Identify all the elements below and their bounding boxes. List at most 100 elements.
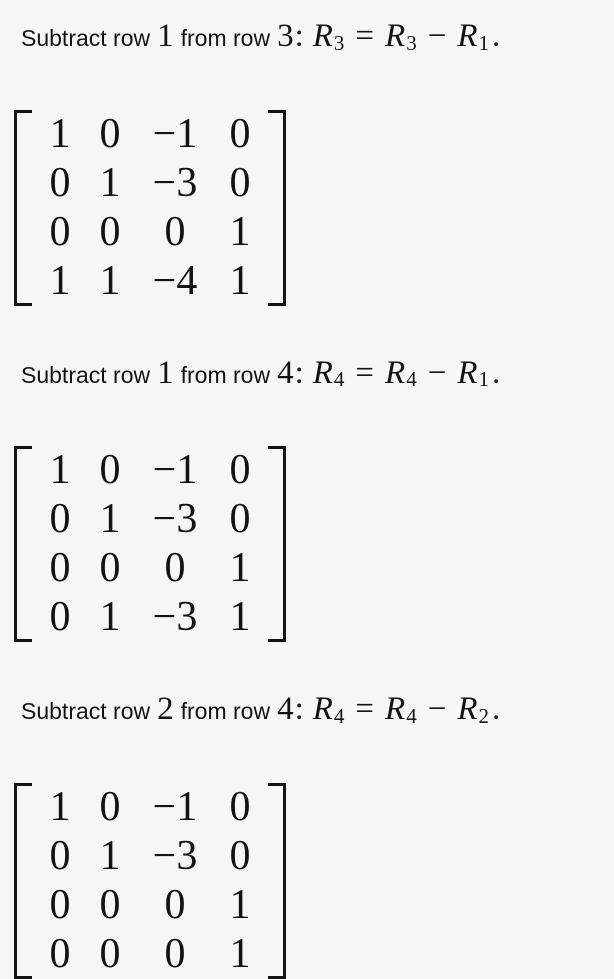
- instruction-text: Subtract row: [21, 361, 151, 388]
- matrix-cell: 0: [229, 496, 251, 543]
- target-row-number: 3: [277, 18, 294, 54]
- minus-sign: −: [427, 691, 447, 728]
- left-bracket-icon: [14, 782, 32, 979]
- math-variable: R: [457, 354, 478, 391]
- matrix-cell: 0: [49, 594, 71, 641]
- instruction-text: from row: [180, 698, 271, 725]
- matrix-cell: −1: [152, 783, 198, 830]
- matrix-cell: −4: [152, 257, 198, 304]
- math-variable: R: [312, 18, 333, 54]
- math-subscript: 2: [478, 703, 490, 728]
- row-operation-formula: R4=R4−R1.: [313, 354, 501, 392]
- row-operation-formula: R3=R3−R1.: [312, 18, 501, 55]
- matrix-cell: 1: [229, 545, 251, 592]
- colon: :: [294, 18, 304, 54]
- matrix-cell: 0: [49, 159, 71, 206]
- period: .: [492, 354, 501, 391]
- math-subscript: 4: [406, 703, 417, 728]
- minus-sign: −: [427, 18, 447, 54]
- colon: :: [294, 691, 304, 728]
- matrix-cell: 1: [49, 447, 71, 494]
- math-variable: R: [385, 691, 406, 728]
- matrix-cell: 0: [99, 783, 121, 830]
- matrix-cell: 0: [99, 208, 121, 255]
- instruction-text: from row: [180, 25, 271, 51]
- matrix-cell: 1: [229, 594, 251, 641]
- matrix-cell: 0: [164, 545, 186, 592]
- source-row-number: 2: [157, 691, 174, 728]
- matrix-cell: 0: [49, 208, 71, 255]
- math-subscript: 4: [333, 367, 345, 392]
- matrix-cell: 0: [99, 110, 121, 157]
- matrix-cell: −1: [152, 447, 198, 494]
- math-subscript: 3: [406, 30, 417, 55]
- matrix-cell: −3: [152, 594, 198, 641]
- matrix-cell: 0: [164, 930, 186, 977]
- instruction-text: from row: [180, 361, 271, 388]
- equals-sign: =: [355, 691, 375, 728]
- right-bracket-icon: [268, 109, 286, 306]
- colon: :: [294, 354, 304, 391]
- source-row-number: 1: [157, 18, 174, 54]
- matrix-cell: 1: [99, 159, 121, 206]
- matrix-cell: −3: [152, 496, 198, 543]
- minus-sign: −: [427, 354, 447, 391]
- matrix-cell: 0: [49, 496, 71, 543]
- math-subscript: 1: [478, 30, 490, 55]
- matrix-cell: −3: [152, 832, 198, 879]
- matrix-cell: 1: [99, 257, 121, 304]
- math-variable: R: [312, 691, 333, 728]
- period: .: [492, 18, 501, 54]
- math-subscript: 4: [333, 703, 345, 728]
- matrix-cell: 0: [99, 447, 121, 494]
- source-row-number: 1: [157, 354, 174, 391]
- left-bracket-icon: [14, 109, 32, 306]
- matrix-cell: 1: [229, 208, 251, 255]
- instruction-text: Subtract row: [21, 698, 151, 725]
- matrix-cell: 1: [229, 881, 251, 928]
- matrix-cell: 0: [99, 545, 121, 592]
- equals-sign: =: [355, 18, 375, 54]
- target-row-number: 4: [277, 354, 294, 391]
- matrix-cell: 0: [164, 208, 186, 255]
- matrix-cell: 1: [229, 930, 251, 977]
- matrix-cell: 0: [229, 832, 251, 879]
- instruction-text: Subtract row: [21, 25, 151, 51]
- right-bracket-icon: [268, 446, 286, 643]
- matrix-cell: 0: [229, 110, 251, 157]
- matrix-cell: 0: [49, 832, 71, 879]
- matrix-cell: −3: [152, 159, 198, 206]
- matrix-cell: 1: [99, 594, 121, 641]
- matrix-cell: 0: [49, 881, 71, 928]
- matrix-cell: 1: [49, 110, 71, 157]
- row-operation-formula: R4=R4−R2.: [312, 691, 501, 728]
- matrix-cell: 0: [164, 881, 186, 928]
- matrix-cell: 1: [49, 783, 71, 830]
- math-variable: R: [385, 354, 406, 391]
- math-subscript: 4: [406, 367, 417, 392]
- math-variable: R: [457, 691, 478, 728]
- matrix-cell: 1: [49, 257, 71, 304]
- target-row-number: 4: [277, 691, 294, 728]
- matrix-cell: 0: [229, 447, 251, 494]
- matrix-cell: 0: [229, 783, 251, 830]
- equals-sign: =: [355, 354, 375, 391]
- matrix-cell: 0: [229, 159, 251, 206]
- matrix-cell: 0: [99, 881, 121, 928]
- matrix-cell: 1: [99, 832, 121, 879]
- matrix-cell: −1: [152, 110, 198, 157]
- math-variable: R: [457, 18, 478, 54]
- matrix-cell: 1: [229, 257, 251, 304]
- matrix-cell: 0: [49, 930, 71, 977]
- matrix-cell: 1: [99, 496, 121, 543]
- period: .: [492, 691, 501, 728]
